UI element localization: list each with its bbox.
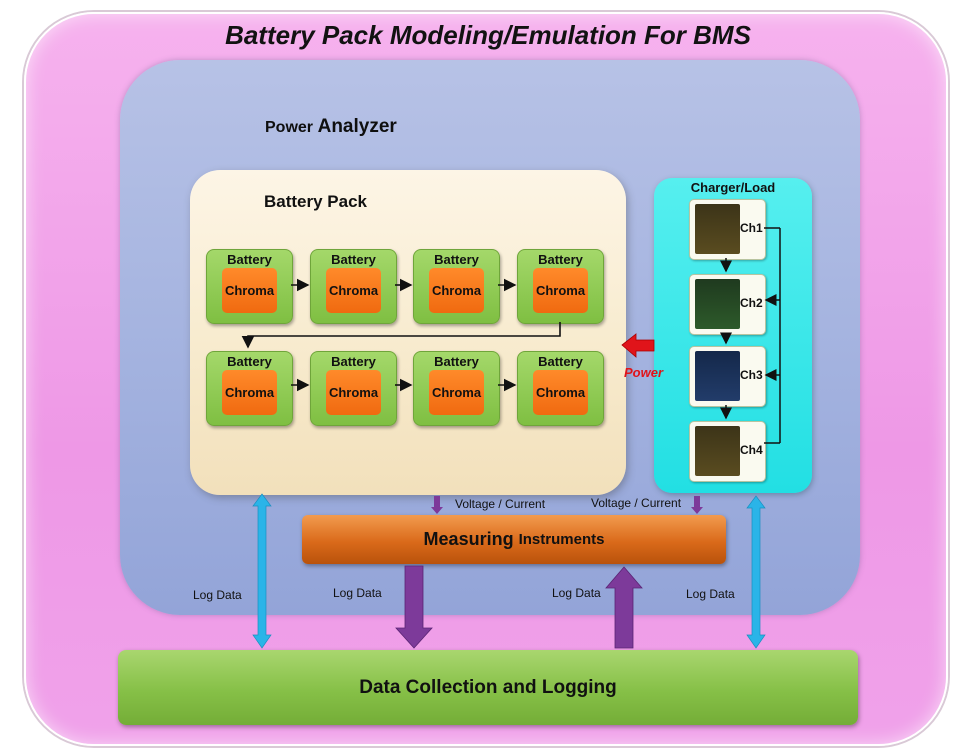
battery-cell-title: Battery xyxy=(331,252,376,267)
chroma-module: Chroma xyxy=(533,268,588,313)
battery-cell-title: Battery xyxy=(538,354,583,369)
log-data-label-1: Log Data xyxy=(193,588,242,602)
log-data-label-3: Log Data xyxy=(552,586,601,600)
power-arrow xyxy=(621,333,655,358)
battery-cell-title: Battery xyxy=(331,354,376,369)
log-data-bidirectional-arrow xyxy=(252,493,272,649)
measuring-label-large: Measuring xyxy=(423,529,514,549)
battery-cell-6: Battery Chroma xyxy=(310,351,397,426)
battery-cell-title: Battery xyxy=(434,354,479,369)
power-label: Power xyxy=(624,365,664,380)
battery-cell-title: Battery xyxy=(227,252,272,267)
log-data-down-arrow xyxy=(395,565,433,649)
battery-cell-5: Battery Chroma xyxy=(206,351,293,426)
measuring-label-small: Instruments xyxy=(518,531,605,548)
voltage-current-label-charger: Voltage / Current xyxy=(591,496,682,510)
channel-1-module: Ch1 xyxy=(689,199,766,260)
battery-cell-1: Battery Chroma xyxy=(206,249,293,324)
log-data-label-4: Log Data xyxy=(686,587,735,601)
battery-cell-8: Battery Chroma xyxy=(517,351,604,426)
channel-label: Ch1 xyxy=(740,221,763,235)
power-analyzer-label-large: Analyzer xyxy=(317,116,397,137)
channel-2-module: Ch2 xyxy=(689,274,766,335)
log-data-label-2: Log Data xyxy=(333,586,382,600)
measuring-instruments-box: Measuring Instruments xyxy=(302,515,726,564)
diagram-title: Battery Pack Modeling/Emulation For BMS xyxy=(225,20,751,50)
log-data-bidirectional-arrow xyxy=(746,495,766,649)
chroma-module: Chroma xyxy=(222,370,277,415)
channel-4-module: Ch4 xyxy=(689,421,766,482)
battery-cell-4: Battery Chroma xyxy=(517,249,604,324)
battery-pack-box xyxy=(190,170,626,495)
power-analyzer-label: Power Analyzer xyxy=(265,116,397,138)
chroma-module: Chroma xyxy=(429,268,484,313)
channel-display xyxy=(695,204,740,254)
channel-display xyxy=(695,351,740,401)
wrap-connector xyxy=(241,322,561,349)
chroma-module: Chroma xyxy=(533,370,588,415)
chroma-module: Chroma xyxy=(222,268,277,313)
battery-cell-title: Battery xyxy=(538,252,583,267)
channel-display xyxy=(695,279,740,329)
channel-label: Ch2 xyxy=(740,296,763,310)
data-collection-box: Data Collection and Logging xyxy=(118,650,858,725)
chroma-module: Chroma xyxy=(326,268,381,313)
voltage-current-arrow xyxy=(431,496,443,514)
chroma-module: Chroma xyxy=(326,370,381,415)
battery-pack-label: Battery Pack xyxy=(264,192,368,211)
chroma-module: Chroma xyxy=(429,370,484,415)
channel-label: Ch4 xyxy=(740,443,763,457)
charger-load-label: Charger/Load xyxy=(690,180,776,195)
channel-display xyxy=(695,426,740,476)
power-analyzer-label-small: Power xyxy=(265,119,314,136)
channel-label: Ch3 xyxy=(740,368,763,382)
battery-cell-3: Battery Chroma xyxy=(413,249,500,324)
battery-cell-2: Battery Chroma xyxy=(310,249,397,324)
channel-3-module: Ch3 xyxy=(689,346,766,407)
voltage-current-arrow xyxy=(691,496,703,514)
log-data-up-arrow xyxy=(605,566,643,649)
battery-cell-7: Battery Chroma xyxy=(413,351,500,426)
voltage-current-label-pack: Voltage / Current xyxy=(455,497,546,511)
battery-cell-title: Battery xyxy=(434,252,479,267)
battery-cell-title: Battery xyxy=(227,354,272,369)
